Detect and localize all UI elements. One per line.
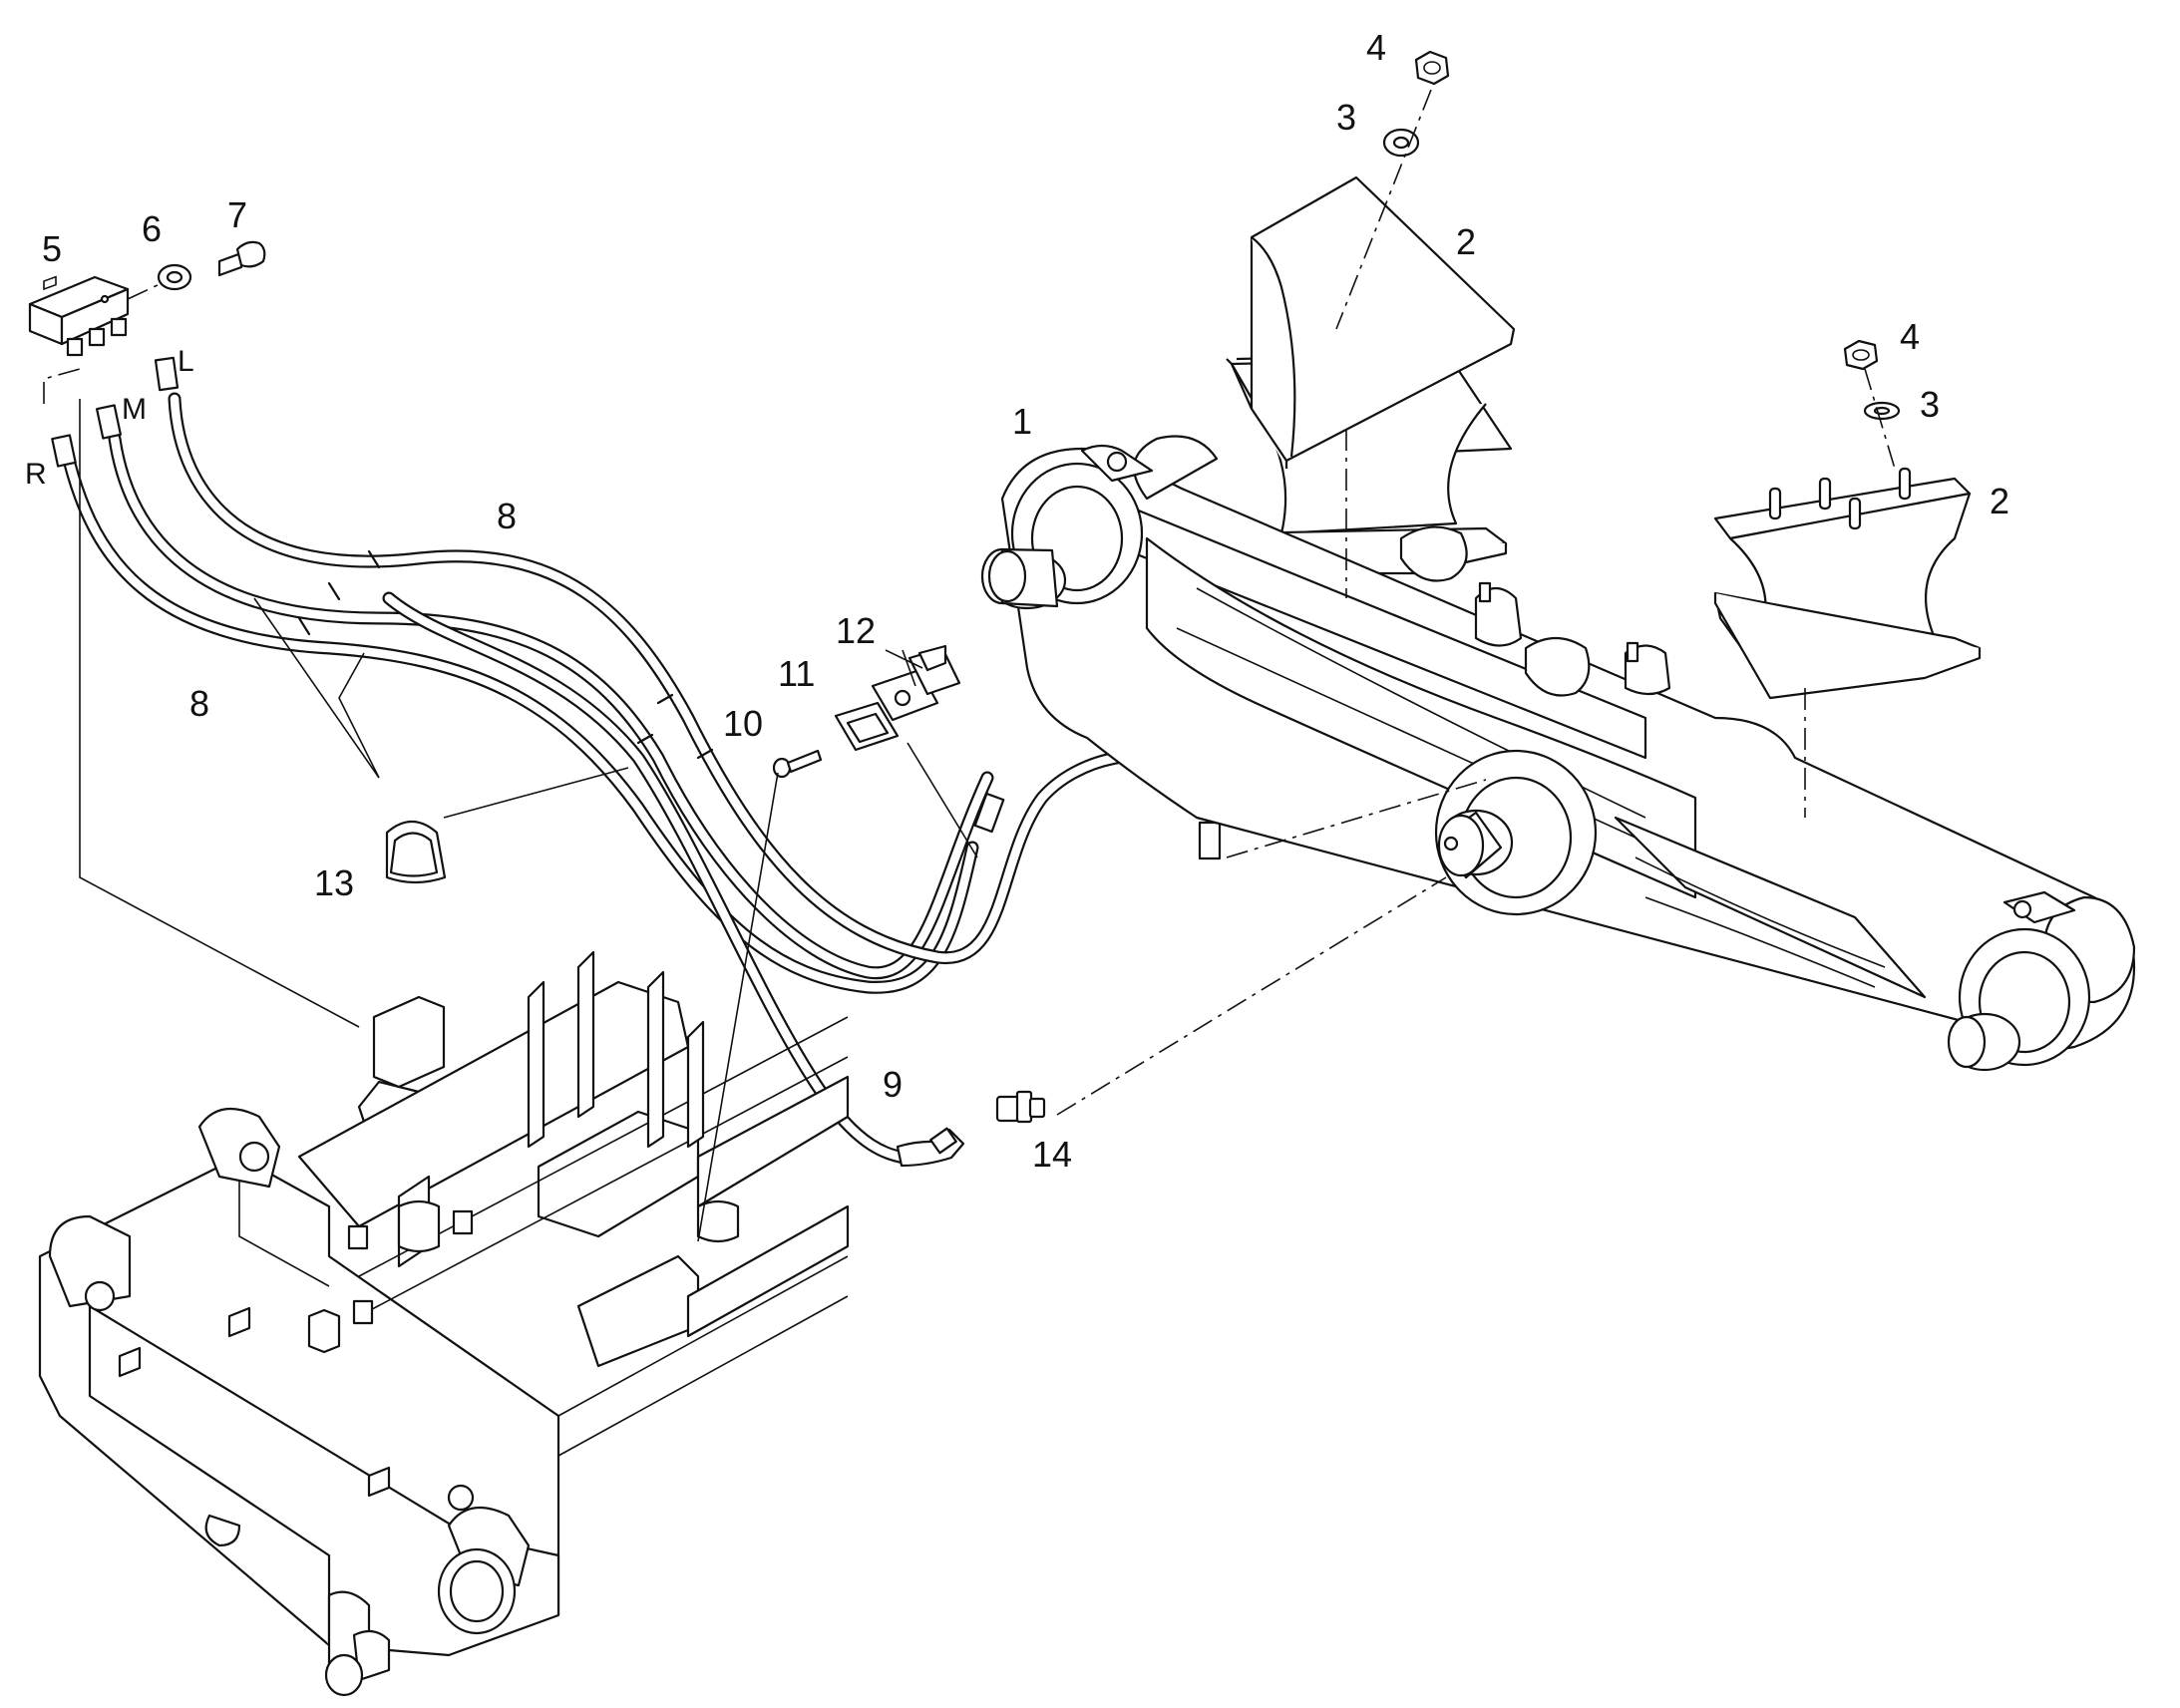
washer-3-upper bbox=[1382, 128, 1420, 158]
bolt-7 bbox=[217, 240, 266, 277]
label-12: 12 bbox=[836, 610, 876, 651]
chassis-frame bbox=[38, 950, 850, 1697]
nut-4-lower bbox=[1843, 339, 1879, 371]
label-11: 11 bbox=[778, 653, 815, 694]
label-4-upper: 4 bbox=[1366, 27, 1386, 68]
assembly-centerlines bbox=[1056, 89, 1896, 1116]
elbow-fitting-9 bbox=[896, 1127, 965, 1168]
label-4-lower: 4 bbox=[1900, 316, 1920, 357]
label-1: 1 bbox=[1012, 401, 1032, 442]
hose-coupling-l bbox=[154, 356, 180, 392]
plate-11 bbox=[834, 701, 900, 752]
label-9: 9 bbox=[883, 1064, 903, 1105]
label-8-upper: 8 bbox=[497, 496, 517, 536]
hose-coupling-r bbox=[51, 434, 77, 468]
manifold-block-5 bbox=[28, 275, 130, 357]
label-port-l: L bbox=[178, 345, 194, 378]
label-port-r: R bbox=[25, 458, 47, 491]
grommet-13 bbox=[385, 820, 447, 884]
label-port-m: M bbox=[122, 393, 147, 426]
adapter-fitting-14 bbox=[995, 1090, 1046, 1124]
label-14: 14 bbox=[1032, 1134, 1072, 1175]
washer-6 bbox=[157, 263, 192, 291]
callout-labels: 1 2 2 3 3 4 4 5 6 7 8 8 9 10 11 12 13 14… bbox=[25, 27, 2009, 1175]
hose-coupling-m bbox=[95, 404, 123, 440]
label-5: 5 bbox=[42, 228, 62, 269]
leader-lines bbox=[79, 399, 978, 1242]
label-3-upper: 3 bbox=[1336, 97, 1356, 138]
label-13: 13 bbox=[314, 862, 354, 903]
label-2-upper: 2 bbox=[1456, 221, 1476, 262]
hose-assembly bbox=[51, 356, 1222, 1166]
screw-10 bbox=[772, 749, 823, 779]
label-10: 10 bbox=[723, 703, 763, 744]
hose-coupling-right-end bbox=[1198, 821, 1222, 860]
equalizer-beam-1 bbox=[980, 435, 2136, 1072]
rubber-mount-2-lower bbox=[1713, 467, 1982, 700]
label-3-lower: 3 bbox=[1920, 384, 1940, 425]
label-6: 6 bbox=[142, 208, 162, 249]
nut-4-upper bbox=[1414, 50, 1450, 86]
label-7: 7 bbox=[227, 194, 247, 235]
rubber-mount-2-upper bbox=[1226, 175, 1516, 575]
label-8-lower: 8 bbox=[189, 683, 209, 724]
clamp-12 bbox=[871, 644, 961, 722]
washer-3-lower bbox=[1863, 401, 1901, 421]
label-2-lower: 2 bbox=[1990, 481, 2009, 521]
hose-coupling-mid bbox=[973, 792, 1005, 834]
